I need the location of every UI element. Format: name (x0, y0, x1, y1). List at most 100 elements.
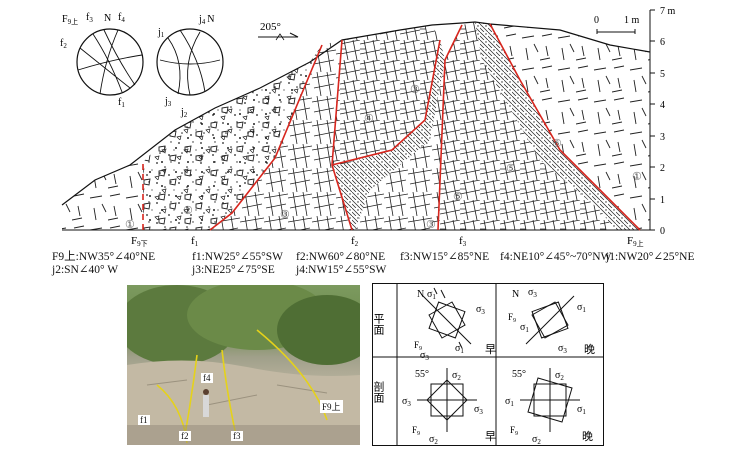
svg-text:F9上: F9上 (62, 14, 78, 26)
orientation-f3: f3:NW15°∠85°NE (400, 251, 490, 263)
outcrop-photo: f4 F9上 f1 f2 f3 (127, 285, 360, 445)
photo-label-f3: f3 (231, 431, 243, 441)
svg-text:f3: f3 (459, 235, 467, 248)
svg-text:N: N (417, 289, 424, 300)
unit-label: ① (125, 219, 135, 231)
svg-text:F9下: F9下 (131, 235, 148, 248)
orientation-j1: j1:NW20°∠25°NE (606, 251, 695, 263)
svg-text:σ1: σ1 (505, 396, 514, 408)
unit-1-left (62, 162, 143, 230)
svg-text:σ2: σ2 (532, 434, 541, 446)
unit-1-right (490, 24, 650, 230)
fault-f1 (209, 44, 323, 231)
label-f2: f2 (351, 235, 359, 248)
tick-label: 6 (660, 37, 665, 48)
scale-bar: 0 1 m (594, 15, 640, 34)
photo-illustration (127, 285, 360, 445)
photo-label-f2: f2 (179, 431, 191, 441)
svg-text:σ3: σ3 (476, 304, 485, 316)
photo-label-f9: F9上 (320, 400, 343, 413)
orientation-j2: j2:SN∠40° W (52, 264, 119, 276)
unit-2-gravel-clasts (143, 45, 322, 230)
svg-text:f2: f2 (351, 235, 359, 248)
svg-text:j2: j2 (180, 107, 188, 119)
tick-label: 2 (660, 163, 665, 174)
plan-late-diagram: N σ3 σ1 F9 σ1 σ3 晚 (508, 287, 595, 356)
tick-label: 5 (660, 69, 665, 80)
svg-text:N: N (104, 13, 111, 24)
photo-label-f4: f4 (201, 373, 213, 383)
svg-text:σ3: σ3 (528, 287, 537, 299)
section-early-diagram: 55° σ2 σ3 σ3 F9 σ2 早 (402, 368, 496, 446)
tick-label: 3 (660, 132, 665, 143)
svg-text:σ1: σ1 (427, 289, 436, 301)
svg-text:σ3: σ3 (474, 404, 483, 416)
stress-field-panel: 平面 剖面 N σ1 σ3 F9 σ3 σ1 早 N σ3 σ1 F9 σ1 σ… (372, 283, 604, 446)
svg-text:N: N (512, 289, 519, 300)
unit-5 (438, 22, 615, 230)
height-axis: 0 1 2 3 4 5 6 7 m (649, 6, 676, 237)
row-label-plan: 平面 (372, 313, 385, 335)
svg-text:σ2: σ2 (429, 434, 438, 446)
svg-text:σ2: σ2 (452, 370, 461, 382)
unit-label: ③ (410, 84, 420, 96)
stage-early-section: 早 (485, 430, 496, 443)
svg-text:F9: F9 (510, 425, 518, 437)
fault-f4 (331, 39, 441, 166)
svg-text:σ1: σ1 (520, 322, 529, 334)
fault-f3 (437, 24, 463, 231)
orientation-f4: f4:NE10°∠45°~70°NW (500, 251, 612, 263)
unit-3-center (355, 60, 445, 230)
unit-label: ⑤ (453, 191, 463, 203)
terrain-profile (61, 21, 651, 206)
unit-label: ④ (364, 113, 374, 125)
azimuth-indicator: 205° (258, 21, 299, 41)
stage-early: 早 (485, 343, 496, 356)
label-f3: f3 (459, 235, 467, 248)
svg-text:205°: 205° (260, 21, 281, 33)
svg-text:F9: F9 (412, 425, 420, 437)
tick-label: 7 m (660, 6, 676, 17)
svg-text:j3: j3 (164, 96, 172, 108)
unit-label: ③ (426, 219, 436, 231)
svg-text:55°: 55° (415, 369, 429, 380)
svg-text:f4: f4 (118, 12, 125, 24)
section-late-diagram: 55° σ2 σ1 σ1 F9 σ2 晚 (505, 368, 593, 446)
orientation-j4: j4:NW15°∠55°SW (296, 264, 387, 276)
svg-text:σ2: σ2 (555, 370, 564, 382)
svg-text:F9: F9 (414, 340, 422, 352)
label-f9-upper: F9上 (627, 235, 644, 248)
svg-text:F9: F9 (508, 312, 516, 324)
label-f1: f1 (191, 235, 199, 248)
tick-label: 4 (660, 100, 665, 111)
svg-text:f1: f1 (191, 235, 199, 248)
stage-late-section: 晚 (582, 430, 593, 443)
unit-3-left (210, 40, 352, 230)
tick-label: 0 (660, 226, 665, 237)
unit-label: ⑥ (552, 138, 562, 150)
svg-text:σ1: σ1 (455, 343, 464, 355)
orientation-f9: F9上:NW35°∠40°NE (52, 251, 156, 263)
tick-label: 1 (660, 195, 665, 206)
stage-late: 晚 (584, 343, 595, 356)
svg-text:σ3: σ3 (420, 350, 429, 362)
svg-text:j1: j1 (157, 27, 165, 39)
svg-text:F9上: F9上 (627, 235, 644, 248)
svg-text:55°: 55° (512, 369, 526, 380)
svg-text:0: 0 (594, 15, 599, 26)
unit-label: ⑤ (506, 163, 516, 175)
orientation-f2: f2:NW60°∠80°NE (296, 251, 386, 263)
orientation-j3: j3:NE25°∠75°SE (192, 264, 275, 276)
orientation-f1: f1:NW25°∠55°SW (192, 251, 284, 263)
row-label-section: 剖面 (372, 380, 385, 403)
unit-label: ① (632, 171, 642, 183)
svg-text:f2: f2 (60, 38, 67, 50)
svg-text:j4N: j4N (198, 14, 215, 26)
svg-text:1 m: 1 m (624, 15, 640, 26)
svg-text:σ3: σ3 (558, 343, 567, 355)
unit-4-band (332, 40, 445, 230)
svg-text:σ1: σ1 (577, 404, 586, 416)
svg-text:f3: f3 (86, 12, 93, 24)
stereonet-faults: F9上 f3 N f4 f2 f1 (60, 12, 144, 109)
